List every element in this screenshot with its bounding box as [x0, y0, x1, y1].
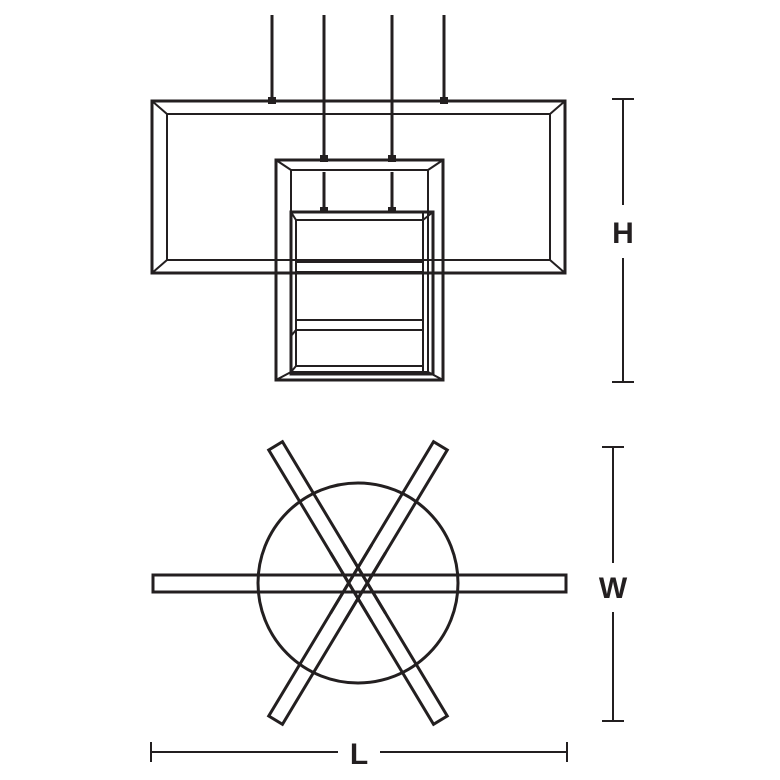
length-dimension: L [150, 738, 568, 771]
bevel-line [275, 159, 292, 171]
side-elevation-view: H [150, 15, 634, 383]
diagonal-bar-a-overlap [329, 543, 387, 623]
bevel-line [151, 259, 168, 274]
bevel-line [427, 159, 444, 171]
bevel-line [549, 100, 566, 115]
bevel-line [422, 211, 434, 221]
square-frame-outer [274, 158, 445, 382]
bevel-line [549, 259, 566, 274]
crossbar-lower [295, 319, 424, 331]
bevel-line [342, 543, 387, 614]
height-label: H [612, 217, 634, 250]
width-label: W [599, 572, 628, 605]
large-frame-outer [150, 99, 567, 275]
bevel-line [329, 543, 374, 614]
height-dimension: H [612, 98, 634, 383]
bevel-line [290, 329, 297, 337]
inner-rod-clip-1 [320, 207, 328, 213]
large-frame-inner [166, 113, 551, 261]
inner-rod-clip-2 [388, 207, 396, 213]
bevel-line [342, 552, 387, 623]
nested-frame-inner [295, 219, 424, 367]
bevel-line [290, 365, 297, 373]
nested-frame-outer [289, 210, 435, 376]
bevel-line [329, 552, 374, 623]
canopy-circle [256, 481, 460, 685]
large-rectangle-frame [150, 99, 567, 275]
length-label: L [350, 738, 368, 771]
crossbar-upper [295, 261, 424, 273]
bevel-line [151, 100, 168, 115]
top-plan-view: W L [150, 439, 628, 771]
diagonal-bar-b-overlap [329, 543, 387, 623]
square-frame-front [274, 158, 445, 382]
bevel-line [275, 371, 292, 381]
width-dimension: W [599, 446, 628, 722]
horizontal-bar [151, 573, 568, 594]
bevel-line [290, 211, 297, 221]
